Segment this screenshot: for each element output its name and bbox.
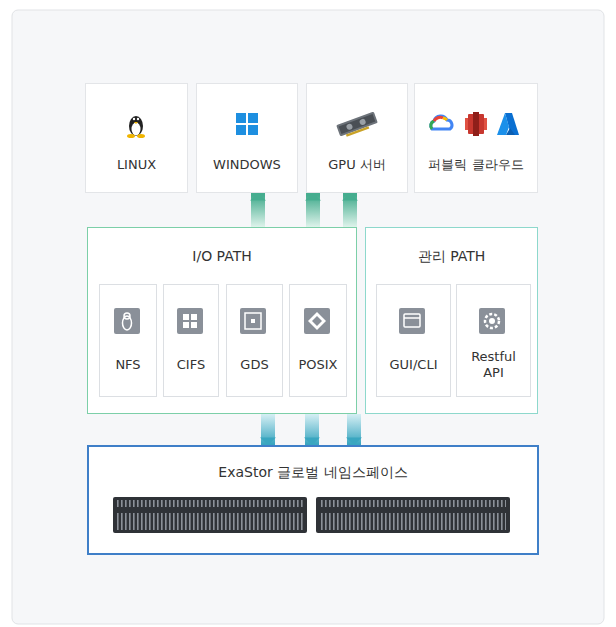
node-label: Restful API: [457, 349, 530, 382]
cifs-icon: [177, 308, 203, 334]
flow-arrow: [347, 414, 361, 445]
posix-icon: [304, 308, 330, 334]
node-label: GPU 서버: [307, 157, 407, 173]
nfs-icon: [114, 308, 140, 334]
windows-icon: [236, 113, 258, 135]
node-label: POSIX: [290, 357, 346, 373]
cloud-box: 퍼블릭 클라우드: [414, 83, 538, 193]
node-label: NFS: [100, 357, 156, 373]
node-label: WINDOWS: [197, 157, 297, 173]
google-cloud-icon: [431, 116, 452, 129]
gui-cli-icon: [399, 308, 425, 334]
node-label: LINUX: [86, 157, 187, 173]
group-heading: ExaStor 글로벌 네임스페이스: [89, 464, 537, 482]
protocol-box: POSIX: [289, 284, 347, 397]
protocol-box: GDS: [226, 284, 283, 397]
interface-box: GUI/CLI: [376, 284, 451, 397]
gds-icon: [240, 308, 266, 334]
node-label: 퍼블릭 클라우드: [415, 157, 537, 173]
path-group: 관리 PATH GUI/CLI Restful API: [365, 227, 538, 414]
aws-icon: [465, 112, 487, 136]
gpu-icon: [336, 112, 379, 139]
flow-arrow: [343, 193, 357, 227]
server-box: GPU 서버: [306, 83, 408, 193]
storage-namespace: ExaStor 글로벌 네임스페이스: [87, 445, 539, 555]
node-label: GDS: [227, 357, 282, 373]
node-label: CIFS: [164, 357, 218, 373]
linux-icon: [127, 116, 145, 138]
api-icon: [479, 308, 505, 334]
group-heading: I/O PATH: [88, 248, 356, 266]
node-label: GUI/CLI: [377, 357, 450, 373]
path-group: I/O PATH NFS CIFS GDS POSIX: [87, 227, 357, 414]
flow-arrow: [306, 193, 320, 227]
protocol-box: NFS: [99, 284, 157, 397]
os-box: WINDOWS: [196, 83, 298, 193]
flow-arrow: [261, 414, 275, 445]
flow-arrow: [251, 193, 265, 227]
interface-box: Restful API: [456, 284, 531, 397]
group-fill: [365, 227, 538, 414]
group-heading: 관리 PATH: [366, 248, 537, 266]
group-fill: [87, 445, 539, 555]
os-box: LINUX: [85, 83, 188, 193]
flow-arrow: [305, 414, 319, 445]
azure-icon: [497, 113, 519, 135]
group-fill: [87, 227, 357, 414]
storage-rack: [113, 497, 510, 533]
protocol-box: CIFS: [163, 284, 219, 397]
